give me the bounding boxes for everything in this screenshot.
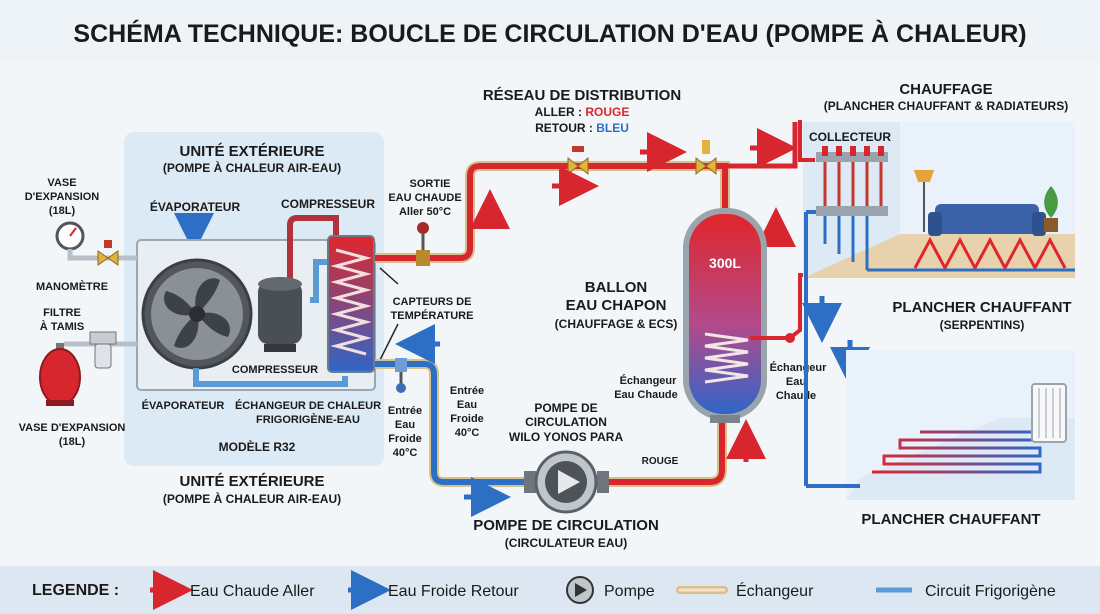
network-title: RÉSEAU DE DISTRIBUTION — [483, 87, 681, 104]
exchanger-label-line2: FRIGORIGÈNE-EAU — [256, 413, 360, 426]
valve-icon — [97, 240, 119, 266]
filter-label-line2: À TAMIS — [40, 320, 84, 333]
lamp-icon — [914, 170, 934, 232]
tank-exch-right-line3: Chaude — [776, 390, 816, 402]
hot-supply-pipe — [375, 163, 728, 261]
collector-label: COLLECTEUR — [809, 130, 891, 144]
expansion-top-line1: VASE — [47, 177, 76, 189]
network-retour: RETOUR : BLEU — [535, 121, 629, 135]
pump-title-line2: CIRCULATION — [525, 415, 607, 429]
refrigerant-line-cold — [310, 259, 336, 303]
plant-icon — [1044, 186, 1058, 232]
collector-feed — [798, 120, 815, 162]
filter-label-line1: FILTRE — [43, 307, 81, 319]
sensors-line2: TEMPÉRATURE — [391, 309, 474, 322]
pump-model: WILO YONOS PARA — [509, 430, 624, 444]
collector-manifold-icon — [816, 146, 888, 270]
heating-title: CHAUFFAGE — [899, 81, 992, 98]
fan-icon — [141, 258, 253, 370]
legend-cold-label: Eau Froide Retour — [388, 583, 519, 600]
outlet-line1: SORTIE — [410, 178, 451, 190]
floor1-label-line1: PLANCHER CHAUFFANT — [892, 299, 1071, 316]
tank-exch-left-line2: Eau Chaude — [614, 389, 678, 401]
model-label: MODÈLE R32 — [219, 439, 296, 454]
title-bar — [0, 0, 1100, 62]
outdoor-unit-title-below: UNITÉ EXTÉRIEURE — [179, 473, 324, 490]
expansion-vessel-icon — [39, 343, 81, 406]
sensors-line1: CAPTEURS DE — [393, 296, 472, 308]
tank-label-line1: BALLON — [585, 279, 648, 296]
expansion-top-line2: D'EXPANSION — [25, 191, 100, 203]
network-valve-icon-2 — [695, 140, 717, 176]
tank-outlet-fitting — [785, 333, 795, 343]
tank-exch-right-line1: Échangeur — [770, 361, 828, 374]
outlet-valve-icon — [416, 222, 430, 266]
filter-icon — [64, 331, 137, 369]
pump-bottom-line2: (CIRCULATEUR EAU) — [505, 536, 627, 550]
compressor-icon — [258, 277, 302, 352]
expansion-bottom-line2: (18L) — [59, 436, 86, 448]
inlet-right-line4: 40°C — [455, 427, 480, 439]
page-title: SCHÉMA TECHNIQUE: BOUCLE DE CIRCULATION … — [73, 19, 1026, 48]
cold-return-pipe — [375, 361, 528, 485]
inlet-left-line1: Entrée — [388, 405, 422, 417]
legend-exchanger-label: Échangeur — [736, 581, 814, 600]
pump-icon — [524, 450, 609, 514]
inlet-right-line1: Entrée — [450, 385, 484, 397]
expansion-bottom-line1: VASE D'EXPANSION — [19, 422, 126, 434]
pump-bottom-line1: POMPE DE CIRCULATION — [473, 517, 659, 534]
floor1-label-line2: (SERPENTINS) — [940, 318, 1025, 332]
legend-pump-label: Pompe — [604, 583, 655, 600]
legend-refrigerant-label: Circuit Frigorigène — [925, 583, 1056, 600]
refrigerant-return-line — [193, 368, 348, 387]
sensor-pointer-1 — [379, 267, 399, 285]
storage-tank-icon — [683, 208, 767, 423]
inlet-left-line2: Eau — [395, 419, 415, 431]
refrigerant-line-hot — [287, 215, 339, 285]
manometer-label: MANOMÈTRE — [36, 280, 108, 293]
radiator-icon — [1031, 383, 1067, 443]
pump-rouge-label: ROUGE — [642, 456, 679, 467]
inlet-left-line4: 40°C — [393, 447, 418, 459]
floor2-label: PLANCHER CHAUFFANT — [861, 511, 1040, 528]
tank-label-line3: (CHAUFFAGE & ECS) — [555, 317, 678, 331]
floor-coil-1 — [913, 236, 1067, 272]
legend-pump-icon — [566, 576, 594, 604]
outlet-line3: Aller 50°C — [399, 206, 451, 218]
outdoor-unit-title: UNITÉ EXTÉRIEURE — [179, 143, 324, 160]
heating-subtitle: (PLANCHER CHAUFFANT & RADIATEURS) — [824, 99, 1068, 113]
expansion-top-line3: (18L) — [49, 205, 76, 217]
legend-title: LEGENDE : — [32, 582, 119, 599]
outlet-line2: EAU CHAUDE — [388, 192, 461, 204]
hot-pipe-to-collector — [725, 122, 798, 169]
evaporator-label-top: ÉVAPORATEUR — [150, 199, 241, 214]
tank-exch-right-line2: Eau — [786, 376, 806, 388]
compressor-label-bottom: COMPRESSEUR — [232, 364, 318, 376]
network-aller: ALLER : ROUGE — [535, 105, 630, 119]
legend-hot-label: Eau Chaude Aller — [190, 583, 315, 600]
inlet-right-line2: Eau — [457, 399, 477, 411]
compressor-label-top: COMPRESSEUR — [281, 197, 375, 211]
heat-exchanger-icon — [327, 235, 375, 373]
sofa-icon — [928, 204, 1046, 236]
tank-label-line2: EAU CHAPON — [566, 297, 667, 314]
tank-exch-left-line1: Échangeur — [620, 374, 678, 387]
inlet-right-line3: Froide — [450, 413, 484, 425]
inlet-left-line3: Froide — [388, 433, 422, 445]
evaporator-label-bottom: ÉVAPORATEUR — [142, 399, 225, 412]
outdoor-unit-subtitle-below: (POMPE À CHALEUR AIR-EAU) — [163, 491, 341, 506]
pump-outlet-pipe — [605, 395, 725, 485]
exchanger-label-line1: ÉCHANGEUR DE CHALEUR — [235, 399, 381, 412]
outdoor-unit-subtitle: (POMPE À CHALEUR AIR-EAU) — [163, 160, 341, 175]
tank-volume: 300L — [709, 255, 741, 271]
pump-title-line1: POMPE DE — [534, 401, 597, 415]
drain-valve-icon — [395, 358, 407, 393]
